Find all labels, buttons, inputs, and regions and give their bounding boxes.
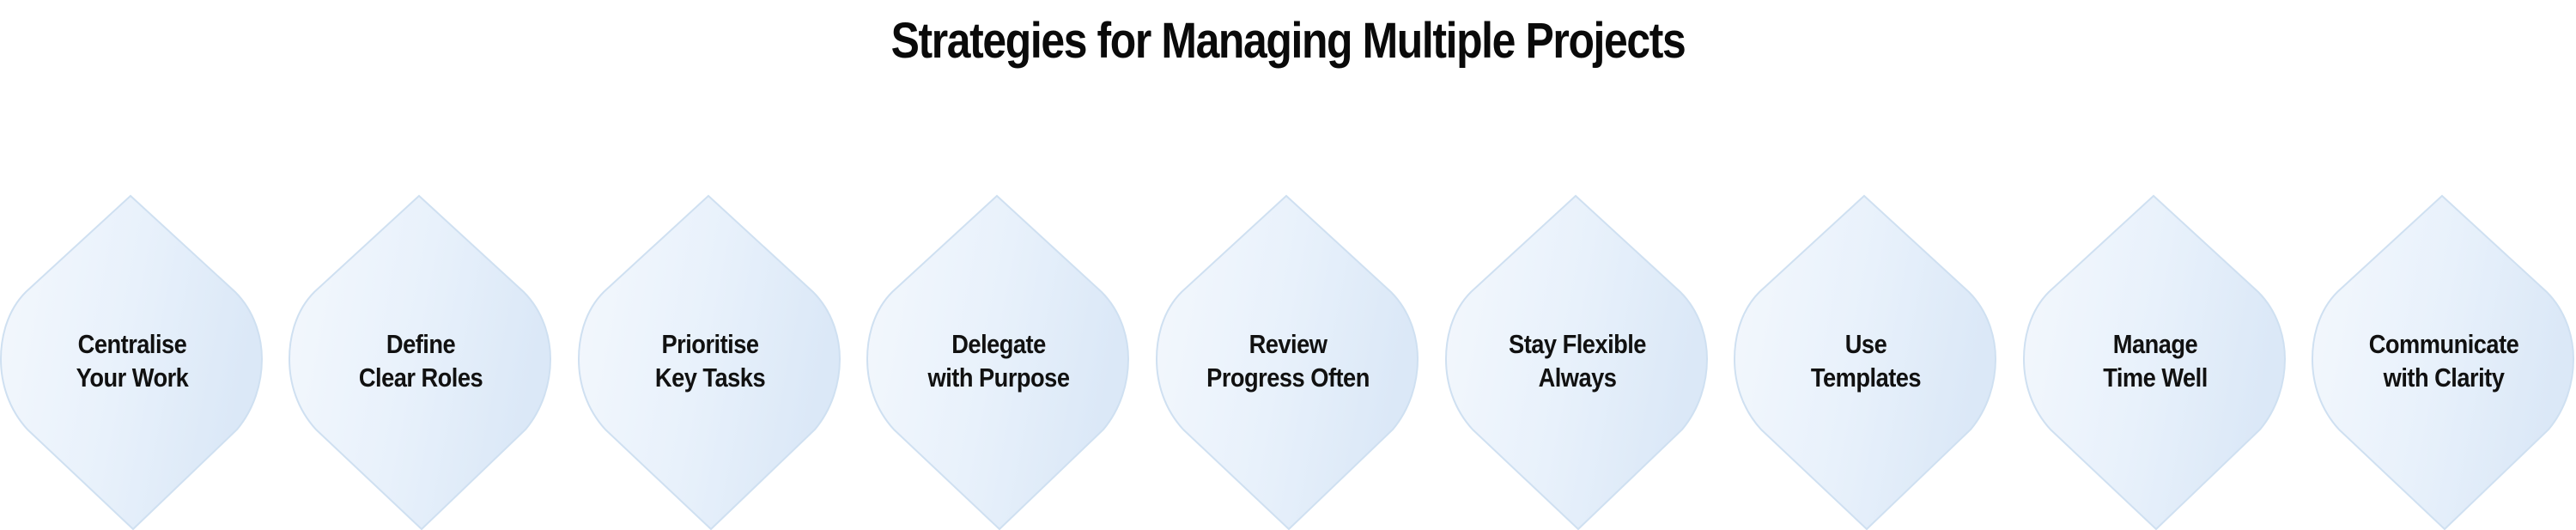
strategy-label-line1: Communicate bbox=[2368, 329, 2519, 359]
rounded-diamond-shape bbox=[1155, 194, 1419, 530]
strategy-label-line1: Review bbox=[1249, 329, 1327, 359]
strategy-label-line2: Your Work bbox=[76, 362, 189, 393]
rounded-diamond-shape bbox=[1444, 194, 1709, 530]
strategy-label-line1: Stay Flexible bbox=[1509, 329, 1646, 359]
strategy-card-stay-flexible: Stay Flexible Always bbox=[1444, 194, 1710, 530]
strategy-card-prioritise: Prioritise Key Tasks bbox=[577, 194, 842, 530]
rounded-diamond-shape bbox=[2022, 194, 2287, 530]
strategy-label-line2: Templates bbox=[1810, 362, 1922, 393]
rounded-diamond-shape bbox=[577, 194, 841, 530]
strategy-label: Use Templates bbox=[1734, 327, 1998, 394]
strategy-label-line1: Prioritise bbox=[661, 329, 760, 359]
strategy-label-line2: with Purpose bbox=[927, 362, 1070, 393]
strategy-label: Define Clear Roles bbox=[289, 327, 553, 394]
strategy-label-line1: Define bbox=[386, 329, 456, 359]
strategy-label-line2: Always bbox=[1538, 362, 1617, 393]
strategy-card-delegate: Delegate with Purpose bbox=[866, 194, 1131, 530]
strategy-label: Review Progress Often bbox=[1156, 327, 1420, 394]
strategy-label-line2: Time Well bbox=[2103, 362, 2208, 393]
strategy-label-line1: Delegate bbox=[951, 329, 1046, 359]
rounded-diamond-shape bbox=[866, 194, 1130, 530]
strategy-label: Communicate with Clarity bbox=[2312, 327, 2576, 394]
strategy-label-line1: Centralise bbox=[77, 329, 187, 359]
strategy-label-line2: with Clarity bbox=[2383, 362, 2505, 393]
strategy-label-line2: Progress Often bbox=[1206, 362, 1370, 393]
rounded-diamond-shape bbox=[1733, 194, 1997, 530]
strategy-label-line2: Clear Roles bbox=[358, 362, 483, 393]
strategy-label: Stay Flexible Always bbox=[1445, 327, 1710, 394]
strategy-label: Manage Time Well bbox=[2023, 327, 2287, 394]
strategy-card-communicate: Communicate with Clarity bbox=[2311, 194, 2576, 530]
strategy-card-centralise: Centralise Your Work bbox=[0, 194, 264, 530]
strategy-label: Delegate with Purpose bbox=[866, 327, 1131, 394]
strategy-label-line2: Key Tasks bbox=[654, 362, 766, 393]
strategy-card-review: Review Progress Often bbox=[1155, 194, 1420, 530]
rounded-diamond-shape bbox=[288, 194, 552, 530]
strategy-card-define-roles: Define Clear Roles bbox=[288, 194, 553, 530]
rounded-diamond-shape bbox=[0, 194, 264, 530]
diagram-title: Strategies for Managing Multiple Project… bbox=[890, 13, 1686, 69]
strategy-card-templates: Use Templates bbox=[1733, 194, 1998, 530]
strategy-label: Centralise Your Work bbox=[0, 327, 264, 394]
strategy-label: Prioritise Key Tasks bbox=[578, 327, 842, 394]
strategy-row: Centralise Your Work Define Clear Roles … bbox=[0, 194, 2576, 530]
rounded-diamond-shape bbox=[2311, 194, 2575, 530]
strategy-label-line1: Use bbox=[1844, 329, 1887, 359]
strategy-card-manage-time: Manage Time Well bbox=[2022, 194, 2287, 530]
strategy-label-line1: Manage bbox=[2112, 329, 2198, 359]
